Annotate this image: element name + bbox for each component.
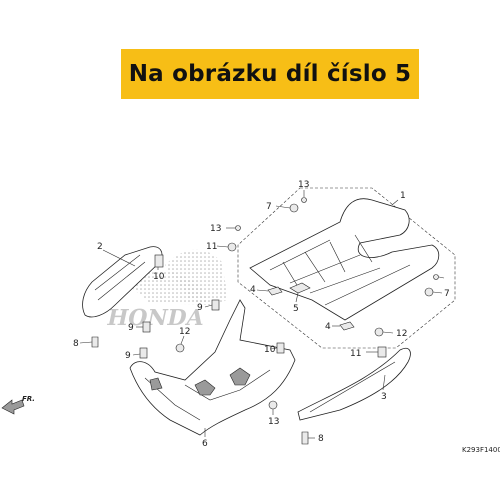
bolt-8b	[301, 431, 309, 445]
screw-13b	[235, 225, 241, 231]
callout-12b: 13	[268, 417, 279, 427]
front-direction-arrow: FR.	[1, 395, 35, 415]
nut-11a	[227, 242, 237, 252]
screw-12a	[175, 343, 185, 353]
callout-9d: 10	[264, 345, 276, 355]
floor-mat-part-5	[289, 282, 311, 294]
callout-11a: 11	[206, 242, 217, 252]
callout-4b: 4	[325, 322, 331, 332]
callout-10b: 11	[350, 349, 361, 359]
clip-9a	[211, 299, 220, 311]
callout-8b: 8	[318, 434, 324, 444]
watermark-text: HONDA	[105, 305, 207, 331]
callout-6: 6	[202, 439, 208, 449]
screw-12b	[268, 400, 278, 410]
callout-7a: 7	[266, 202, 272, 212]
callout-9b: 9	[128, 323, 134, 333]
bolt-7b	[424, 287, 434, 297]
clip-9c	[139, 347, 148, 359]
callout-2: 2	[97, 242, 103, 252]
banner-text: Na obrázku díl číslo 5	[128, 61, 412, 87]
clip-10a	[154, 254, 164, 268]
callout-9a: 9	[197, 303, 203, 313]
screw-13a	[301, 197, 307, 203]
callout-5: 5	[293, 304, 299, 314]
screw-13c	[433, 274, 439, 280]
direction-label: FR.	[22, 395, 35, 403]
callout-3: 3	[381, 392, 387, 402]
under-cover-part-6	[129, 299, 296, 436]
fasteners	[91, 197, 439, 445]
callout-8a: 8	[73, 339, 79, 349]
callout-10a: 10	[153, 272, 165, 282]
clip-9d	[276, 342, 285, 354]
callout-4a: 4	[250, 285, 256, 295]
callout-1: 1	[400, 191, 406, 201]
callout-7b: 7	[444, 289, 450, 299]
bolt-7a	[289, 203, 299, 213]
rubber-pad-part-4b	[339, 321, 355, 331]
callout-13a: 13	[298, 180, 309, 190]
clip-10b	[377, 346, 387, 358]
callout-11b: 12	[396, 329, 407, 339]
nut-11b	[374, 327, 384, 337]
side-cover-part-2	[82, 246, 163, 318]
callout-9c: 9	[125, 351, 131, 361]
skirt-part-3	[297, 347, 411, 421]
callout-12a: 12	[179, 327, 190, 337]
part-number-banner: Na obrázku díl číslo 5	[121, 49, 419, 99]
diagram-code: K293F1400	[462, 446, 500, 454]
rubber-pad-part-4a	[267, 286, 283, 296]
bolt-8a	[91, 336, 99, 348]
leader-lines	[79, 190, 445, 439]
clip-9b	[142, 321, 151, 333]
callout-13b: 13	[210, 224, 221, 234]
floor-panel-part-1	[249, 198, 440, 321]
callouts: 1 2 3 4 4 5 6 7 7 8 8 9 9 9 10 10 11 11 …	[73, 180, 450, 449]
